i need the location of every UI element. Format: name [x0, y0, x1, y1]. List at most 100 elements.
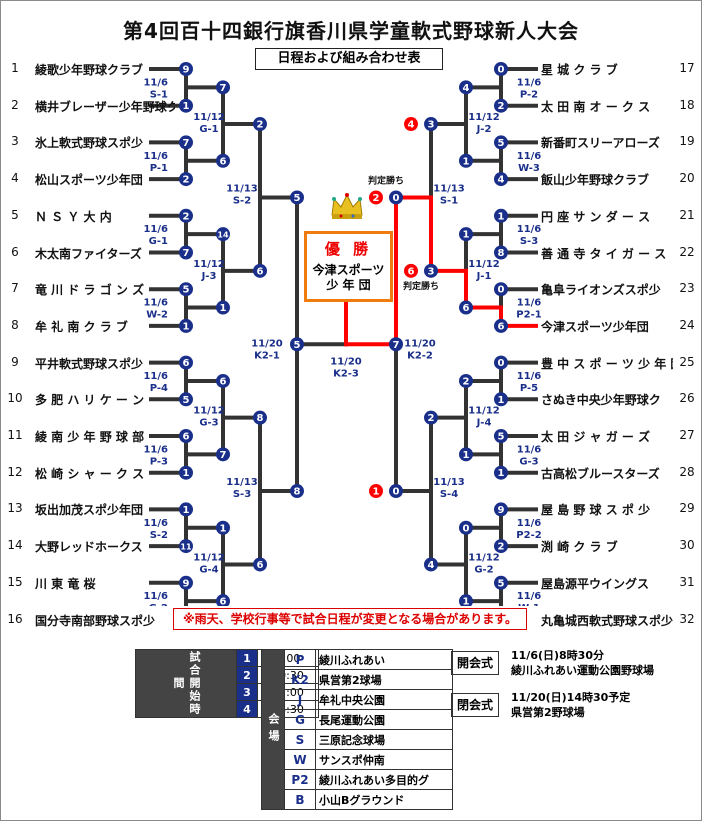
match-date: 11/13	[226, 183, 258, 194]
crown-icon	[331, 193, 363, 219]
match-code: J-1	[476, 271, 492, 282]
start-time-slot: 3	[236, 683, 258, 701]
svg-text:6: 6	[220, 156, 227, 167]
score-circle: 6	[494, 318, 508, 333]
score-circle: 6	[179, 355, 193, 370]
score-circle: 2	[494, 539, 508, 554]
match-code: P-2	[520, 89, 538, 100]
team-name: 太 田 南 オ ー ク ス	[541, 99, 651, 114]
team-name: 綾 南 少 年 野 球 部	[35, 430, 145, 444]
match-code: W-2	[146, 310, 168, 321]
match-code: G-2	[149, 603, 168, 606]
score-circle: 4	[494, 172, 508, 187]
score-circle: 6	[179, 429, 193, 443]
match-date: 11/6	[143, 298, 168, 309]
team-name: 大野レッドホークス	[35, 540, 143, 555]
start-time-slot: 1	[236, 649, 258, 667]
match-date: 11/20	[404, 338, 436, 349]
team-name: 川 東 竜 桜	[35, 576, 96, 591]
opening-venue: 綾川ふれあい運動公園野球場	[511, 664, 654, 677]
svg-text:9: 9	[498, 505, 505, 516]
score-circle: 2	[494, 98, 508, 113]
team-number: 3	[11, 134, 19, 149]
score-circle: 1	[459, 594, 473, 606]
svg-text:0: 0	[498, 358, 505, 369]
team-number: 20	[679, 171, 695, 186]
team-name: 星 城 ク ラ ブ	[541, 63, 618, 77]
score-circle: 5	[494, 135, 508, 150]
svg-text:5: 5	[294, 340, 301, 351]
svg-text:1: 1	[183, 505, 190, 516]
team-number: 17	[679, 61, 695, 75]
team-number: 7	[11, 281, 19, 296]
match-date: 11/12	[193, 406, 225, 417]
svg-text:7: 7	[393, 340, 400, 351]
team-number: 31	[679, 574, 695, 589]
score-circle: 0	[494, 355, 508, 370]
team-name: 松山スポーツ少年団	[35, 173, 143, 188]
svg-text:6: 6	[463, 303, 470, 314]
match-code: J-2	[476, 124, 492, 135]
match-date: 11/6	[143, 444, 168, 455]
score-circle: 1	[459, 153, 473, 168]
match-code: G-3	[199, 418, 218, 429]
team-number: 26	[679, 391, 695, 406]
team-name: 国分寺南部野球スポ少	[35, 613, 156, 628]
champion-team-line2: 少 年 団	[326, 278, 371, 292]
svg-text:1: 1	[183, 468, 190, 479]
team-number: 5	[11, 207, 19, 222]
team-number: 2	[11, 97, 19, 112]
tiebreak-mark: 2	[369, 190, 383, 205]
match-date: 11/6	[143, 591, 168, 602]
score-circle: 9	[179, 575, 193, 590]
svg-text:6: 6	[220, 597, 227, 606]
team-number: 13	[7, 501, 23, 516]
start-time-slot: 4	[236, 700, 258, 718]
team-name: 渕 崎 ク ラ ブ	[541, 540, 618, 555]
team-name: 松 崎 シ ャ ー ク ス	[35, 466, 145, 481]
venue-code: P	[284, 649, 316, 670]
score-circle: 8	[253, 410, 267, 425]
team-name: 善 通 寺 タ イ ガ ー ス	[541, 246, 667, 261]
team-name: 古高松ブルースターズ	[541, 466, 660, 481]
svg-text:4: 4	[408, 120, 415, 131]
start-times-label: 試合開始時間	[135, 649, 237, 718]
score-circle: 0	[459, 520, 473, 535]
svg-text:1: 1	[463, 156, 470, 167]
team-number: 14	[7, 538, 23, 553]
champion-box: 優 勝 今津スポーツ 少 年 団	[304, 231, 393, 302]
match-date: 11/13	[433, 477, 465, 488]
match-code: S-1	[150, 89, 168, 100]
venue-code: J	[284, 689, 316, 710]
team-number: 10	[7, 391, 23, 406]
pk-mark: 4	[404, 117, 418, 132]
svg-text:1: 1	[220, 303, 227, 314]
svg-text:6: 6	[257, 560, 264, 571]
match-code: G-1	[149, 236, 168, 247]
score-circle: 1	[459, 447, 473, 462]
score-circle: 2	[179, 208, 193, 223]
closing-ceremony-info: 11/20(日)14時30予定 県営第2野球場	[511, 690, 630, 720]
svg-text:6: 6	[257, 266, 264, 277]
team-number: 19	[679, 134, 695, 149]
score-circle: 5	[290, 190, 304, 205]
team-name: 円 座 サ ン ダ ー ス	[541, 209, 651, 224]
score-circle: 11	[179, 539, 193, 554]
svg-text:2: 2	[498, 542, 505, 553]
score-circle: 7	[179, 245, 193, 260]
svg-text:0: 0	[498, 285, 505, 296]
venue-code: B	[284, 789, 316, 810]
team-number: 16	[7, 611, 23, 626]
tiebreak-label: 判定勝ち	[368, 174, 404, 186]
match-date: 11/6	[517, 371, 542, 382]
score-circle: 1	[179, 465, 193, 480]
venue-name: 県営第2球場	[315, 669, 453, 690]
team-name: 今津スポーツ少年団	[541, 319, 649, 334]
match-code: W-1	[518, 603, 540, 606]
team-number: 25	[679, 354, 695, 369]
